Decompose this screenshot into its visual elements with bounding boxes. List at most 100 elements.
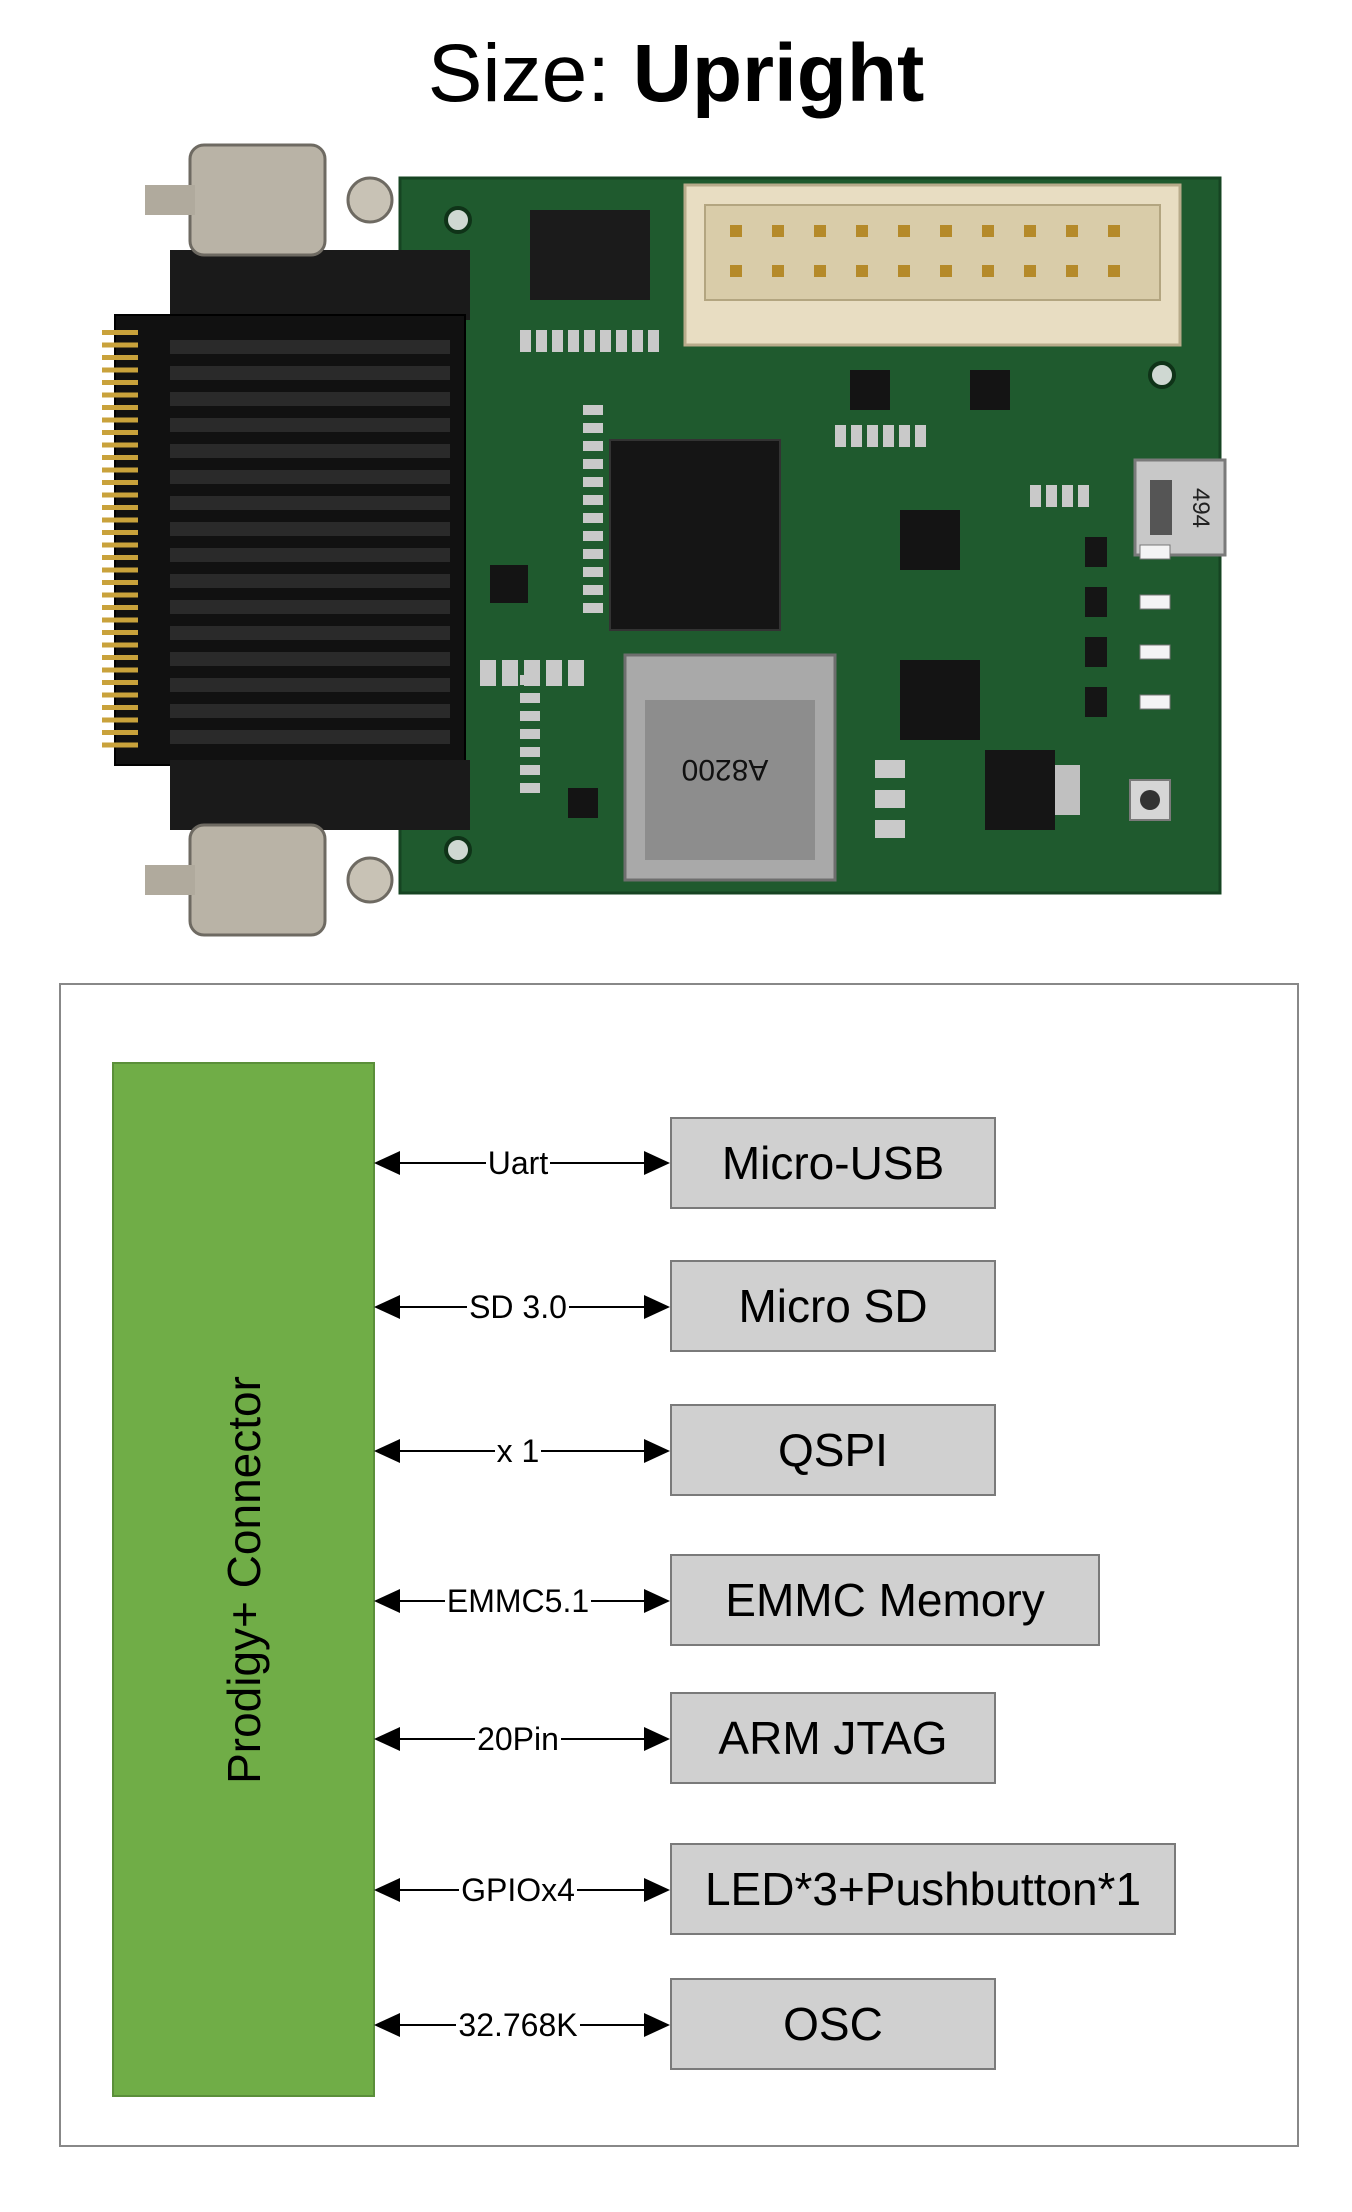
arrow-left	[374, 1878, 400, 1902]
capacitor	[875, 760, 905, 778]
connector-pin	[102, 355, 138, 360]
leds	[1085, 537, 1171, 717]
mount-hole	[444, 206, 472, 234]
connector-pin	[102, 580, 138, 585]
connector-pins	[102, 330, 138, 748]
connector-slat	[170, 704, 450, 718]
transistor	[1085, 637, 1107, 667]
connector-pin	[102, 617, 138, 623]
jtag-pin	[940, 225, 952, 237]
resistor	[583, 567, 603, 577]
connector-pin	[102, 442, 138, 448]
connector-shroud-top	[170, 250, 470, 320]
connector-pin	[102, 717, 138, 723]
resistor	[583, 531, 603, 541]
resistor	[583, 405, 603, 415]
connector-pin	[102, 705, 138, 710]
resistor	[583, 603, 603, 613]
connector-pin	[102, 330, 138, 335]
flash-chip	[530, 210, 650, 300]
board-illustration: A8200 494	[100, 140, 1260, 940]
transistor	[1085, 587, 1107, 617]
connector-label: Prodigy+ Connector	[217, 1375, 270, 1784]
resistor	[583, 549, 603, 559]
resistor	[648, 330, 659, 352]
capacitor	[524, 660, 540, 686]
mount-hole	[1148, 361, 1176, 389]
jtag-pin	[898, 225, 910, 237]
connector-slat	[170, 730, 450, 744]
capacitor	[851, 425, 862, 447]
led	[1139, 544, 1171, 560]
led	[1139, 644, 1171, 660]
qfn-chip	[900, 510, 960, 570]
micro-sd-inner	[645, 700, 815, 860]
jtag-pin	[814, 225, 826, 237]
connector-pin	[102, 430, 138, 435]
qspi-link-line	[388, 1450, 648, 1452]
regulator-tab	[1055, 765, 1080, 815]
transistor	[1085, 537, 1107, 567]
arrow-right	[644, 1727, 670, 1751]
resistor	[583, 513, 603, 523]
jtag-pin	[1024, 225, 1036, 237]
connector-pin	[102, 692, 138, 698]
arrow-left	[374, 1439, 400, 1463]
connector-pin	[102, 342, 138, 348]
arrow-right	[644, 1878, 670, 1902]
resistor	[520, 729, 540, 739]
resistor	[616, 330, 627, 352]
arrow-right	[644, 1295, 670, 1319]
connector-pin	[102, 467, 138, 473]
jtag-pin	[730, 225, 742, 237]
connector-pin	[102, 642, 138, 648]
led	[1139, 694, 1171, 710]
jtag-pin	[982, 225, 994, 237]
pushbutton-cap	[1140, 790, 1160, 810]
block-qspi: QSPI	[670, 1404, 996, 1496]
page-title: Size: Upright	[0, 24, 1352, 124]
jtag-pin	[1108, 265, 1120, 277]
pcb-svg: A8200 494	[102, 143, 1227, 937]
resistor	[583, 495, 603, 505]
resistor	[583, 477, 603, 487]
jtag-pin	[772, 225, 784, 237]
jtag-pin	[730, 265, 742, 277]
resistor	[583, 585, 603, 595]
connector-slat	[170, 366, 450, 380]
connector-shroud-bottom	[170, 760, 470, 830]
clip-screw	[346, 856, 394, 904]
clip-screw	[346, 176, 394, 224]
connector-pin	[102, 742, 138, 748]
sd-link-line	[388, 1306, 648, 1308]
block-micro-usb: Micro-USB	[670, 1117, 996, 1209]
qfn-chip	[970, 370, 1010, 410]
connector-pin	[102, 455, 138, 460]
connector-pin	[102, 405, 138, 410]
arrow-left	[374, 1727, 400, 1751]
voltage-regulator	[985, 750, 1055, 830]
usb-mark: 494	[1187, 488, 1214, 528]
mount-hole	[444, 836, 472, 864]
connector-pin	[102, 380, 138, 385]
emmc-link-line	[388, 1600, 648, 1602]
connector-pin	[102, 505, 138, 510]
connector-slat	[170, 392, 450, 406]
jtag-pin	[898, 265, 910, 277]
resistor	[536, 330, 547, 352]
jtag-header-inner	[704, 204, 1161, 301]
connector-pin	[102, 517, 138, 523]
connector-pin	[102, 680, 138, 685]
capacitor	[1078, 485, 1089, 507]
soc-chip	[609, 439, 781, 631]
connector-slat	[170, 418, 450, 432]
jtag-pin	[1066, 265, 1078, 277]
block-led-pushbutton: LED*3+Pushbutton*1	[670, 1843, 1176, 1935]
connector-slat	[170, 470, 450, 484]
title-prefix: Size:	[427, 28, 633, 119]
clip-stud	[145, 185, 195, 215]
connector-pin	[102, 555, 138, 560]
capacitor	[899, 425, 910, 447]
capacitor	[568, 660, 584, 686]
arrow-left	[374, 1151, 400, 1175]
